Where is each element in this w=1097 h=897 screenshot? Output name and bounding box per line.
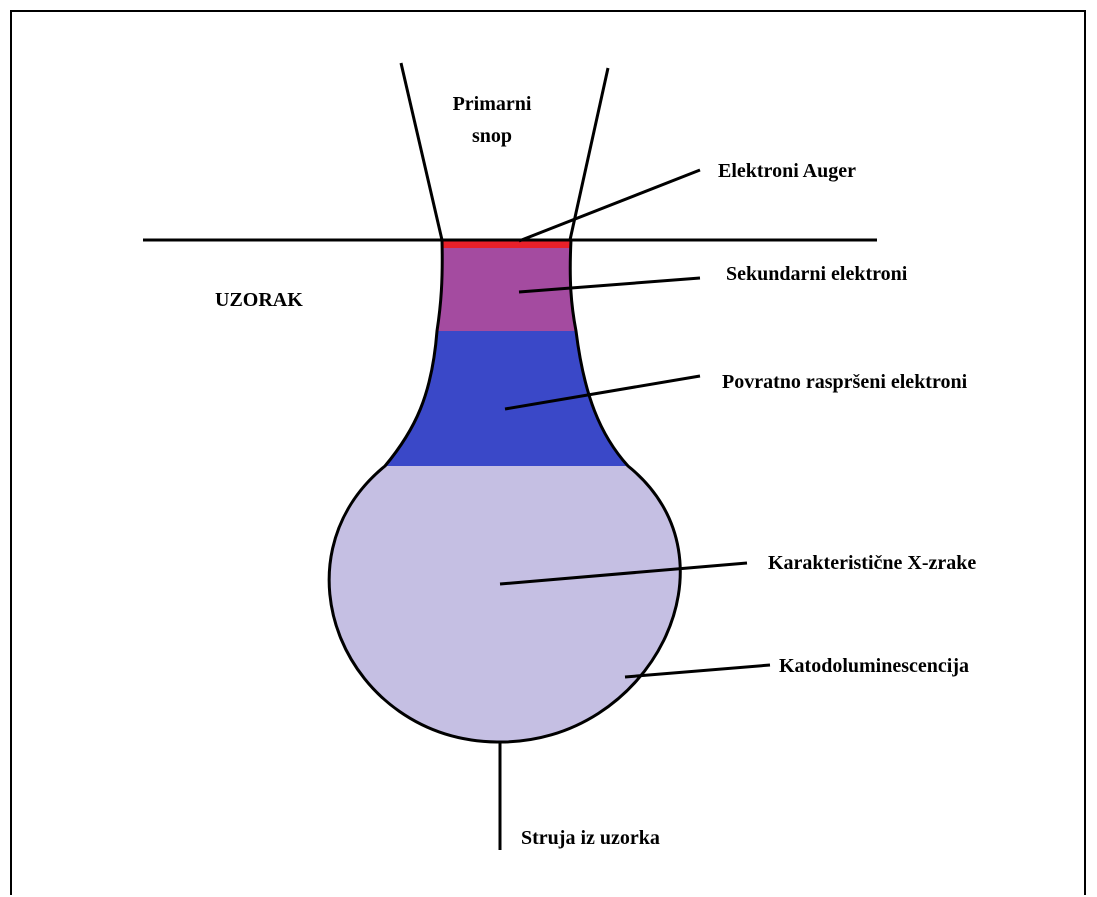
primary-beam-label-line2: snop (472, 125, 512, 147)
primary-beam-left-edge (401, 63, 442, 240)
sample-current-label: Struja iz uzorka (521, 827, 660, 849)
auger-leader-line (519, 170, 700, 241)
primary-beam-label-line1: Primarni (453, 93, 532, 115)
auger-electrons-label: Elektroni Auger (718, 160, 856, 182)
sample-label: UZORAK (215, 289, 303, 311)
backscattered-electrons-label: Povratno raspršeni elektroni (722, 371, 968, 393)
characteristic-xrays-label: Karakteristične X-zrake (768, 552, 976, 574)
cathodoluminescence-label: Katodoluminescencija (779, 655, 969, 677)
xray-region (329, 466, 680, 742)
secondary-electrons-label: Sekundarni elektroni (726, 263, 908, 285)
